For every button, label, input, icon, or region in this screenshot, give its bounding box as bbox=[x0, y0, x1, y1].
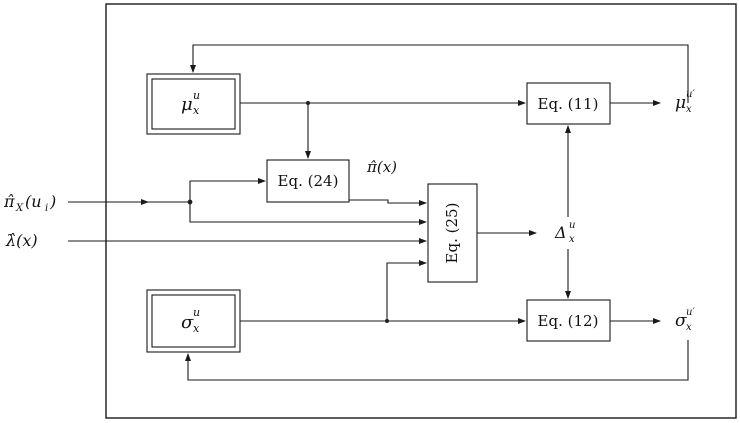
eq24-block: Eq. (24) bbox=[266, 159, 350, 203]
sigma-block-sup: u bbox=[193, 306, 200, 319]
mu-block-sup: u bbox=[193, 89, 200, 102]
mu-out-sub: x bbox=[686, 104, 692, 115]
sigma-block: σ x u bbox=[146, 289, 241, 353]
pix-label-base: π̂ bbox=[3, 192, 15, 211]
pix-label: π̂ X (u i ) bbox=[3, 192, 56, 214]
mu-block-symbol: μ bbox=[181, 94, 193, 115]
pix-to-eq24 bbox=[189, 178, 266, 202]
eq24-label: Eq. (24) bbox=[278, 172, 339, 190]
mu-block-sub: x bbox=[193, 104, 200, 117]
pix-label-arg: (u bbox=[25, 192, 42, 211]
sigma-out-sub: x bbox=[686, 322, 692, 333]
eq12-block: Eq. (12) bbox=[526, 299, 611, 342]
sigma-out-base: σ bbox=[675, 311, 687, 331]
sigma-to-eq25 bbox=[386, 260, 427, 321]
lambda-label: λ̂(x) bbox=[5, 231, 38, 250]
feedback-top bbox=[190, 44, 689, 103]
delta-sup: u bbox=[569, 220, 575, 231]
mu-block: μ x u bbox=[146, 73, 241, 135]
delta-base: Δ bbox=[554, 223, 567, 242]
eq25-block: Eq. (25) bbox=[427, 183, 478, 283]
pix-label-close: ) bbox=[49, 192, 56, 211]
mu-out-sup: u′ bbox=[686, 89, 695, 100]
delta-label: Δ x u bbox=[554, 220, 575, 245]
sigma-block-symbol: σ bbox=[181, 312, 194, 333]
pi-hat-label: π̂(x) bbox=[366, 158, 397, 176]
sigma-block-sub: x bbox=[193, 322, 200, 335]
eq25-label: Eq. (25) bbox=[443, 203, 461, 264]
feedback-bottom bbox=[185, 340, 689, 381]
pix-label-arg-sub: i bbox=[45, 203, 48, 214]
eq11-label: Eq. (11) bbox=[538, 95, 599, 113]
sigma-out-label: σ x u′ bbox=[675, 307, 695, 333]
mu-out-label: μ x u′ bbox=[675, 89, 695, 115]
mu-out-base: μ bbox=[675, 93, 686, 113]
eq11-block: Eq. (11) bbox=[526, 82, 611, 125]
outer-frame bbox=[105, 3, 737, 419]
sigma-out-sup: u′ bbox=[686, 307, 695, 318]
pix-to-eq25 bbox=[189, 202, 427, 225]
eq12-label: Eq. (12) bbox=[538, 312, 599, 330]
delta-sub: x bbox=[569, 234, 575, 245]
eq24-to-eq25 bbox=[349, 199, 427, 206]
pix-label-sub: X bbox=[15, 203, 24, 214]
